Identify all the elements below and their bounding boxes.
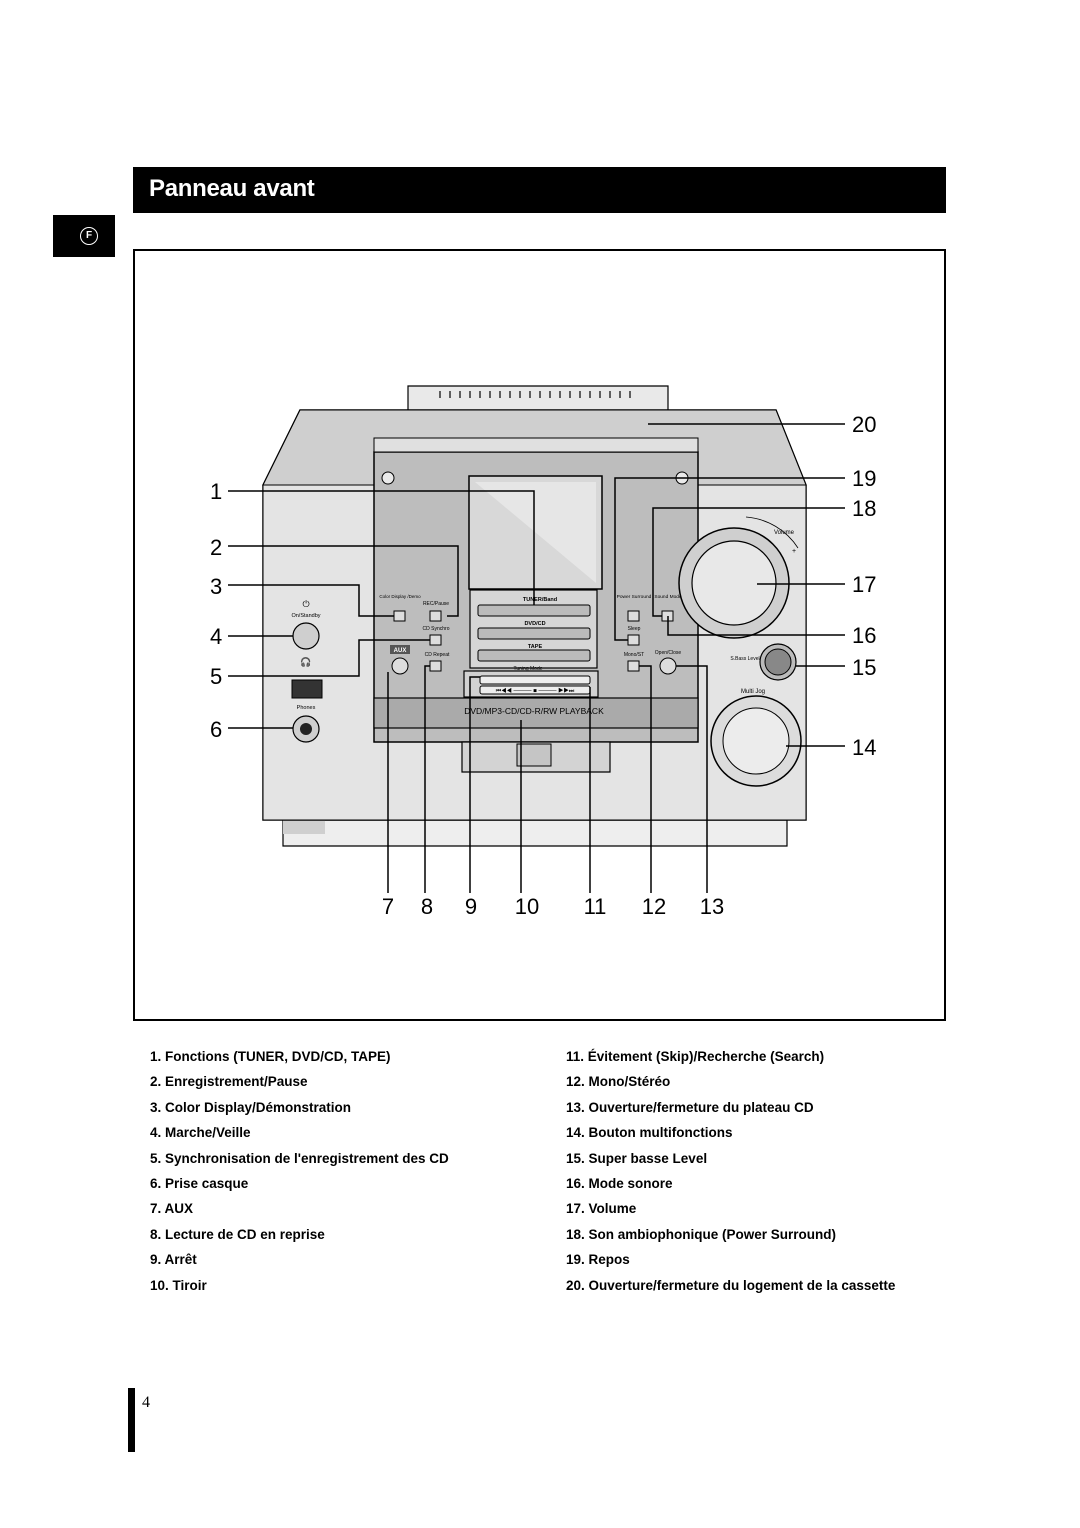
callout-18: 18 — [852, 496, 876, 521]
cd-repeat-label: CD Repeat — [425, 652, 450, 658]
open-close-button[interactable] — [659, 657, 677, 675]
tuner-band-label: TUNER/Band — [523, 597, 557, 603]
legend-left-column: 1. Fonctions (TUNER, DVD/CD, TAPE) 2. En… — [150, 1047, 449, 1301]
callout-6: 6 — [210, 717, 222, 742]
legend-item: 7. AUX — [150, 1201, 194, 1217]
right-leader-lines — [614, 423, 845, 747]
multi-jog-knob[interactable] — [722, 707, 790, 775]
callout-3: 3 — [210, 574, 222, 599]
legend-item: 12. Mono/Stéréo — [566, 1074, 671, 1090]
sbass-level-label: S.Bass Level — [730, 656, 759, 662]
headphone-icon: 🎧 — [300, 656, 311, 667]
callout-19: 19 — [852, 466, 876, 491]
cd-repeat-button[interactable] — [429, 660, 442, 672]
figure-frame — [133, 249, 946, 1021]
callout-20: 20 — [852, 412, 876, 437]
onstandby-label: On/Standby — [291, 613, 320, 619]
legend-item: 6. Prise casque — [150, 1175, 249, 1191]
legend-item: 5. Synchronisation de l'enregistrement d… — [150, 1150, 449, 1166]
power-surround-button[interactable] — [627, 610, 640, 622]
legend-item: 8. Lecture de CD en reprise — [150, 1226, 325, 1242]
callout-12: 12 — [642, 894, 666, 919]
headphone-indicator — [291, 679, 323, 699]
rec-pause-label: REC/Pause — [423, 601, 449, 607]
aux-label: AUX — [394, 648, 407, 654]
callout-16: 16 — [852, 623, 876, 648]
color-display-label: Color Display /Demo — [379, 594, 421, 599]
callout-13: 13 — [700, 894, 724, 919]
callout-7: 7 — [382, 894, 394, 919]
callout-2: 2 — [210, 535, 222, 560]
legend-item: 13. Ouverture/fermeture du plateau CD — [566, 1099, 814, 1115]
callout-4: 4 — [210, 624, 222, 649]
legend-item: 11. Évitement (Skip)/Recherche (Search) — [566, 1049, 825, 1064]
volume-knob[interactable] — [691, 540, 777, 626]
callout-14: 14 — [852, 735, 876, 760]
playback-label: DVD/MP3-CD/CD-R/RW PLAYBACK — [464, 706, 604, 716]
callout-9: 9 — [465, 894, 477, 919]
legend-item: 14. Bouton multifonctions — [566, 1125, 733, 1141]
color-display-button[interactable] — [393, 610, 406, 622]
legend-item: 19. Repos — [566, 1252, 630, 1268]
aux-badge — [390, 645, 410, 654]
legend-right-column: 11. Évitement (Skip)/Recherche (Search) … — [566, 1047, 895, 1301]
legend-item: 9. Arrêt — [150, 1252, 197, 1268]
legend-item: 20. Ouverture/fermeture du logement de l… — [566, 1277, 896, 1293]
callout-10: 10 — [515, 894, 539, 919]
sound-mode-label: Sound Mode — [654, 594, 682, 600]
dvdcd-button[interactable] — [477, 627, 591, 640]
language-tab-letter: F — [80, 227, 98, 245]
page-number: 4 — [142, 1394, 150, 1411]
tape-label: TAPE — [528, 644, 543, 650]
page-number-bar — [128, 1388, 135, 1452]
tape-button[interactable] — [477, 649, 591, 662]
legend-item: 18. Son ambiophonique (Power Surround) — [566, 1226, 837, 1242]
tray-button[interactable] — [479, 675, 591, 685]
transport-symbols: ⏮◀◀ ——— ■ ——— ▶▶⏭ — [496, 688, 575, 695]
legend-item: 15. Super basse Level — [566, 1150, 708, 1166]
onstandby-button[interactable] — [292, 622, 320, 650]
mono-st-label: Mono/ST — [624, 652, 644, 658]
mono-st-button[interactable] — [627, 660, 640, 672]
callout-11: 11 — [584, 894, 607, 919]
cd-synchro-button[interactable] — [429, 634, 442, 646]
legend-item: 16. Mode sonore — [566, 1175, 673, 1191]
callout-numbers: 1 2 3 4 5 6 7 8 9 10 11 12 13 20 19 18 1… — [210, 412, 876, 919]
legend-item: 3. Color Display/Démonstration — [150, 1099, 352, 1115]
open-close-label: Open/Close — [655, 650, 682, 656]
cd-tray — [373, 697, 699, 729]
callout-17: 17 — [852, 572, 876, 597]
sensor-window — [516, 743, 552, 767]
aux-button[interactable] — [391, 657, 409, 675]
phones-label: Phones — [297, 705, 316, 711]
screw-icon — [381, 471, 395, 485]
volume-plus: + — [792, 548, 796, 555]
legend-item: 1. Fonctions (TUNER, DVD/CD, TAPE) — [150, 1049, 391, 1064]
callout-8: 8 — [421, 894, 433, 919]
left-leader-lines — [228, 490, 535, 729]
device-base — [282, 819, 788, 847]
legend-item: 4. Marche/Veille — [150, 1125, 251, 1141]
sleep-button[interactable] — [627, 634, 640, 646]
legend-item: 10. Tiroir — [150, 1277, 207, 1293]
dvdcd-label: DVD/CD — [524, 621, 545, 627]
page-title: Panneau avant — [149, 175, 315, 202]
power-surround-label: Power Surround — [617, 594, 652, 600]
power-icon: ⏻ — [302, 599, 309, 609]
legend-item: 2. Enregistrement/Pause — [150, 1074, 308, 1090]
cd-synchro-label: CD Synchro — [423, 626, 450, 632]
multi-jog-label: Multi Jog — [741, 689, 765, 695]
callout-15: 15 — [852, 655, 876, 680]
callout-1: 1 — [210, 479, 222, 504]
tuning-mode-label: Tuning Mode — [514, 666, 543, 672]
legend-item: 17. Volume — [566, 1201, 637, 1217]
sleep-label: Sleep — [628, 626, 641, 632]
front-panel-diagram: TUNER/Band DVD/CD TAPE Tuning Mode ⏮◀◀ —… — [210, 385, 876, 919]
callout-5: 5 — [210, 664, 222, 689]
tuner-band-button[interactable] — [477, 604, 591, 617]
bottom-leader-lines — [387, 665, 708, 893]
section-title-bar: Panneau avant — [133, 167, 946, 213]
rec-pause-button[interactable] — [429, 610, 442, 622]
